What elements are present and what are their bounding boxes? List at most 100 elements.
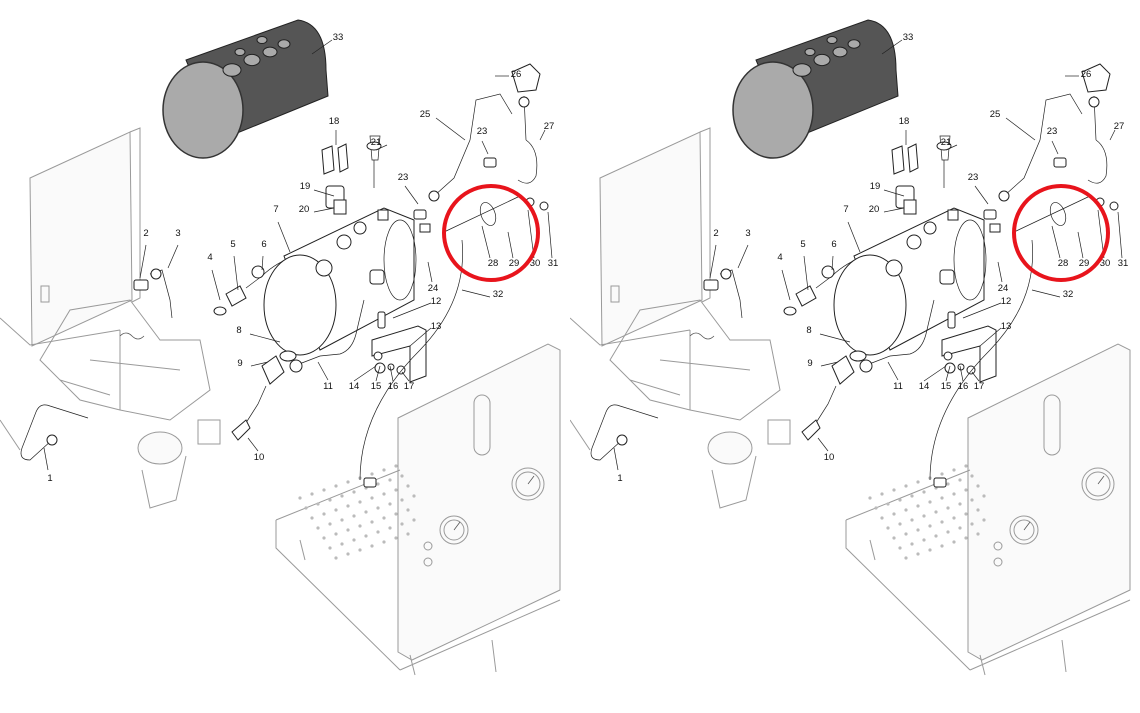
tray-hole xyxy=(886,502,890,506)
part-label-23: 23 xyxy=(1047,126,1058,137)
tray-hole xyxy=(922,490,926,494)
gauge-needle-left xyxy=(1023,521,1031,531)
front-frame xyxy=(397,343,561,661)
part-label-16: 16 xyxy=(388,381,399,392)
gauge-needle-right xyxy=(527,475,535,485)
part-24-fitting xyxy=(989,223,1001,233)
leader-line xyxy=(613,447,619,471)
cover-hole xyxy=(243,53,261,67)
tray-hole xyxy=(322,536,326,540)
tray-hole xyxy=(352,514,356,518)
leader-line xyxy=(311,39,333,55)
tray-hole xyxy=(946,482,950,486)
tray-hole xyxy=(346,480,350,484)
part-label-26: 26 xyxy=(1081,69,1092,80)
tray-hole xyxy=(916,504,920,508)
leader-line xyxy=(313,207,335,213)
part-label-30: 30 xyxy=(1100,258,1111,269)
part-label-24: 24 xyxy=(998,283,1009,294)
tray-hole xyxy=(328,498,332,502)
cover-hole xyxy=(847,39,861,49)
tray-hole xyxy=(898,546,902,550)
tray-hole xyxy=(964,464,968,468)
part-32-end xyxy=(933,477,947,488)
part-label-10: 10 xyxy=(254,452,265,463)
part-label-6: 6 xyxy=(831,239,836,250)
part-8-seal xyxy=(279,350,297,362)
tray-hole xyxy=(406,508,410,512)
cover-hole xyxy=(256,36,268,44)
leader-line xyxy=(401,371,410,382)
tray-hole xyxy=(400,474,404,478)
tray-hole xyxy=(346,504,350,508)
part-27-pipe xyxy=(1087,95,1108,184)
part-label-6: 6 xyxy=(261,239,266,250)
part-11-nut xyxy=(289,359,303,373)
part-32-hose xyxy=(929,239,1033,481)
tray-hole xyxy=(904,532,908,536)
part-17-nut xyxy=(966,365,976,375)
tray-hole xyxy=(352,538,356,542)
leader-line xyxy=(1005,117,1036,141)
leader-line xyxy=(803,255,809,291)
tray-hole xyxy=(958,502,962,506)
tray-hole xyxy=(922,514,926,518)
tray-hole xyxy=(952,540,956,544)
part-label-21: 21 xyxy=(941,137,952,148)
tray-hole xyxy=(970,498,974,502)
tray-hole xyxy=(910,494,914,498)
tray-hole xyxy=(388,478,392,482)
part-21-cap xyxy=(936,141,952,151)
tray-hole xyxy=(874,506,878,510)
pump-mount xyxy=(197,419,221,445)
part-label-23: 23 xyxy=(477,126,488,137)
tray-hole xyxy=(406,484,410,488)
part-label-23: 23 xyxy=(968,172,979,183)
part-21-cap xyxy=(366,141,382,151)
leader-line xyxy=(1051,140,1059,155)
tray-hole xyxy=(880,492,884,496)
tray-hole xyxy=(394,536,398,540)
part-5-elbow xyxy=(225,285,247,307)
tray-hole xyxy=(928,548,932,552)
spring xyxy=(119,332,145,340)
leader-line xyxy=(883,189,905,197)
part-label-31: 31 xyxy=(1118,258,1129,269)
part-label-4: 4 xyxy=(207,252,212,263)
tray-hole xyxy=(346,528,350,532)
part-16-washer xyxy=(387,363,395,371)
tray-hole xyxy=(976,532,980,536)
highlight-circle xyxy=(442,184,540,282)
drip-tray xyxy=(275,469,561,671)
tray-hole xyxy=(298,496,302,500)
tray-hole xyxy=(964,512,968,516)
frame-feet xyxy=(869,539,1067,676)
part-label-11: 11 xyxy=(323,381,333,392)
part-25-nut xyxy=(998,190,1010,202)
part-24-fitting xyxy=(419,223,431,233)
part-label-7: 7 xyxy=(843,204,848,215)
tray-hole xyxy=(940,520,944,524)
part-label-33: 33 xyxy=(333,32,344,43)
part-25-pipe xyxy=(1003,93,1083,197)
leader-line xyxy=(375,365,381,382)
tray-hole xyxy=(904,556,908,560)
part-label-30: 30 xyxy=(530,258,541,269)
tray-hole xyxy=(412,518,416,522)
frame-switch-2 xyxy=(993,557,1003,567)
base-edge xyxy=(0,317,121,346)
leader-line xyxy=(167,244,179,269)
tray-hole xyxy=(922,538,926,542)
part-label-32: 32 xyxy=(1063,289,1074,300)
cover-hole xyxy=(222,63,242,77)
leader-line xyxy=(883,207,905,213)
leader-line xyxy=(277,221,291,253)
tray-hole xyxy=(340,494,344,498)
leader-line xyxy=(409,327,432,347)
tray-hole xyxy=(388,502,392,506)
part-label-33: 33 xyxy=(903,32,914,43)
part-label-27: 27 xyxy=(544,121,555,132)
part-label-8: 8 xyxy=(236,325,241,336)
leader-line xyxy=(435,117,466,141)
